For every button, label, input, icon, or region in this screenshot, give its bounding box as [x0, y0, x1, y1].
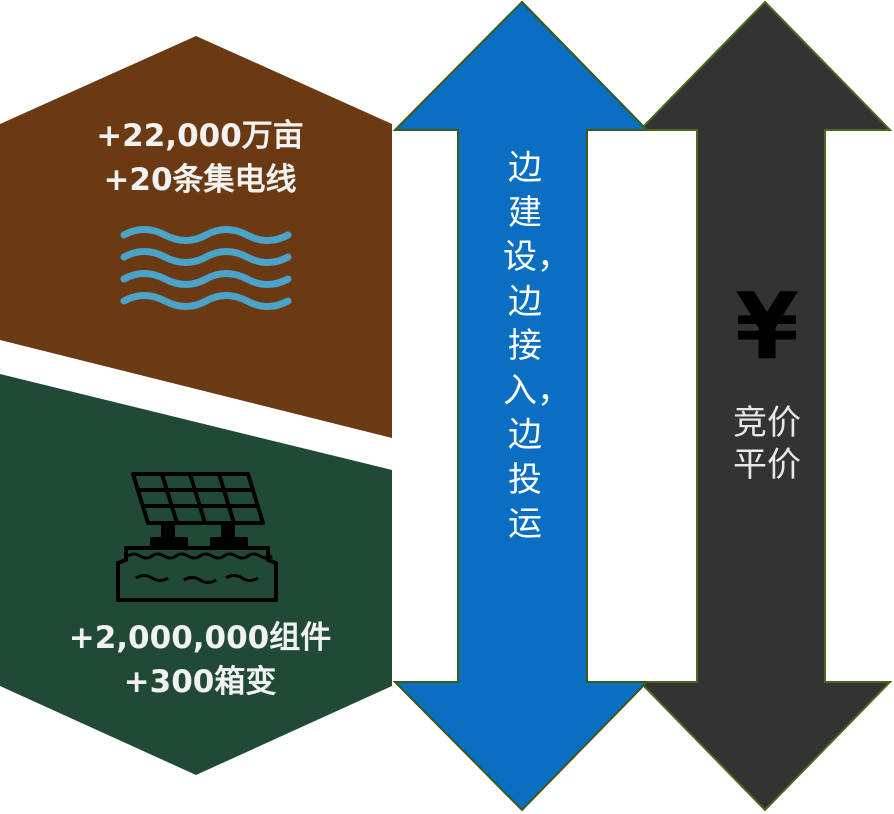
- yen-icon: ¥: [734, 273, 799, 380]
- stat-acreage: +22,000万亩: [96, 118, 304, 154]
- water-waves-icon: [120, 226, 292, 310]
- stat-collector-lines: +20条集电线: [103, 162, 297, 198]
- price-label-bidding: 竞价: [733, 403, 801, 443]
- floating-solar-panel-icon: [116, 472, 278, 602]
- construction-slogan: 边建设，边接入，边投运: [503, 148, 571, 544]
- stat-box-transformers: +300箱变: [123, 664, 277, 700]
- dark-double-arrow: [637, 0, 893, 812]
- stat-modules: +2,000,000组件: [68, 620, 332, 656]
- blue-double-arrow: [392, 0, 650, 812]
- price-label-parity: 平价: [733, 445, 801, 485]
